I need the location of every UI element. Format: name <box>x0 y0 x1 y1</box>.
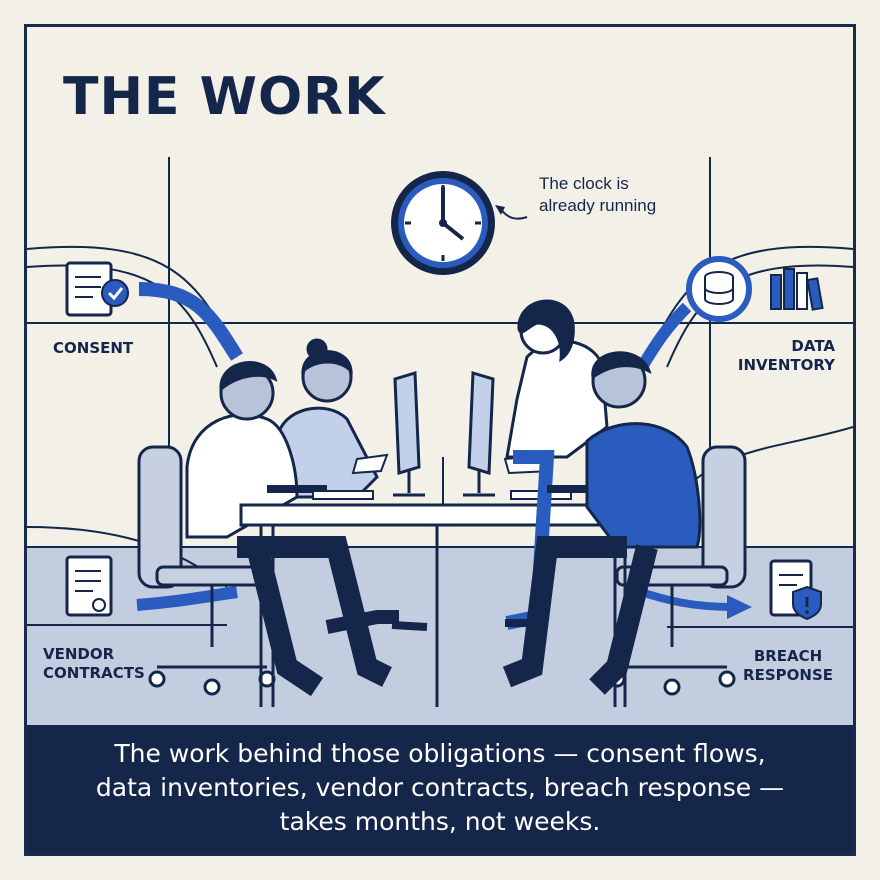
document-check-icon <box>65 261 129 317</box>
annotation-line-1: The clock is <box>539 174 629 193</box>
monitor-right <box>463 371 495 497</box>
consent-flow-arrow <box>138 282 243 361</box>
office-scene <box>27 157 853 727</box>
breach-response-line-1: BREACH <box>753 647 823 665</box>
data-inventory-line-1: DATA <box>791 337 835 355</box>
keyboard-left <box>312 490 374 500</box>
person-woman-left <box>275 338 428 634</box>
document-shield-icon <box>769 559 822 621</box>
data-inventory-line-2: INVENTORY <box>737 356 835 374</box>
breach-response-line-2: RESPONSE <box>743 666 833 684</box>
consent-label: CONSENT <box>53 339 134 357</box>
caption-banner: The work behind those obligations — cons… <box>27 725 853 853</box>
illustration-frame: THE WORK The clock is already running CO… <box>24 24 856 856</box>
data-inventory-label: DATA INVENTORY <box>738 337 835 375</box>
database-icon <box>686 256 752 322</box>
chair-right <box>608 445 747 696</box>
vendor-contracts-label: VENDOR CONTRACTS <box>43 645 145 683</box>
caption-line-3: takes months, not weeks. <box>279 807 601 836</box>
person-man-right <box>502 351 702 695</box>
clock-annotation: The clock is already running <box>539 173 656 217</box>
chair-left <box>137 445 276 696</box>
binders-icon <box>770 268 824 311</box>
page-title: THE WORK <box>63 67 386 127</box>
caption-line-2: data inventories, vendor contracts, brea… <box>95 773 785 802</box>
monitor-left <box>393 371 425 497</box>
inventory-flow-arrow <box>636 302 692 371</box>
caption-line-1: The work behind those obligations — cons… <box>114 739 766 768</box>
vendor-contracts-line-1: VENDOR <box>43 645 115 663</box>
breach-response-label: BREACH RESPONSE <box>743 647 833 685</box>
vendor-flow-arrow <box>136 586 238 611</box>
wall-clock-icon <box>391 171 495 275</box>
person-woman-standing <box>505 299 609 630</box>
annotation-line-2: already running <box>539 196 657 215</box>
contract-icon <box>65 555 113 617</box>
vendor-contracts-line-2: CONTRACTS <box>43 664 145 682</box>
